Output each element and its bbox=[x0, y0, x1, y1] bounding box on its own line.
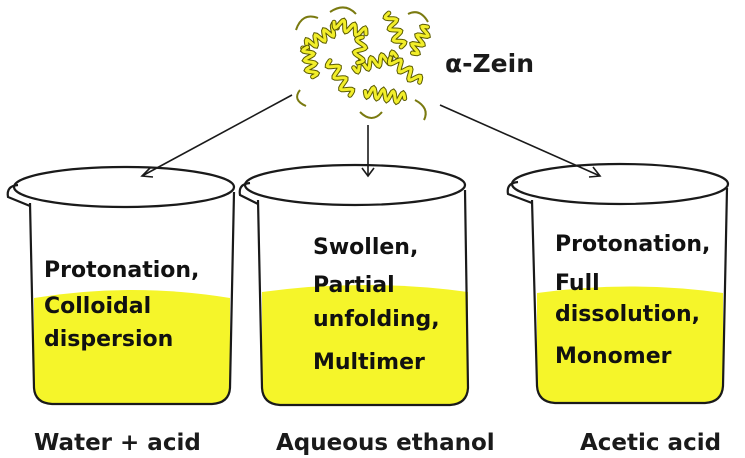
beaker-text-line: Monomer bbox=[555, 344, 672, 369]
helix bbox=[383, 11, 407, 49]
helix bbox=[352, 35, 368, 65]
beaker-text-line: Protonation, bbox=[555, 232, 710, 257]
beaker-spout bbox=[506, 180, 533, 205]
solvent-label: Acetic acid bbox=[580, 430, 721, 456]
beaker-rim bbox=[12, 165, 236, 209]
helix bbox=[301, 45, 319, 79]
beaker-body bbox=[530, 187, 729, 405]
beaker-liquid bbox=[537, 286, 723, 403]
beaker-text-line: Multimer bbox=[313, 350, 425, 375]
loop bbox=[414, 99, 427, 121]
arrow-to-ethanol bbox=[361, 125, 375, 178]
beaker-text-line: Protonation, bbox=[44, 258, 199, 283]
helix bbox=[325, 59, 355, 97]
beaker-body bbox=[28, 191, 236, 406]
beaker-rim bbox=[510, 162, 730, 206]
beaker-acetic-acid: Protonation, Full dissolution, Monomer A… bbox=[506, 162, 730, 456]
loop bbox=[359, 111, 383, 119]
beaker-rim bbox=[243, 163, 467, 207]
loop bbox=[329, 6, 357, 15]
beaker-text-line: dissolution, bbox=[555, 302, 700, 327]
loop bbox=[407, 11, 429, 23]
helix bbox=[363, 86, 407, 104]
beaker-text-line: Full bbox=[555, 271, 600, 296]
arrow-to-acetic bbox=[439, 104, 602, 178]
helix bbox=[410, 24, 430, 56]
beaker-text-line: Colloidal bbox=[44, 294, 151, 319]
protein-label: α-Zein bbox=[445, 49, 534, 78]
loop bbox=[296, 89, 307, 107]
solvent-label: Aqueous ethanol bbox=[276, 430, 495, 456]
arrow-to-water bbox=[140, 94, 293, 178]
beaker-aqueous-ethanol: Swollen, Partial unfolding, Multimer Aqu… bbox=[238, 163, 495, 456]
beaker-body bbox=[256, 189, 470, 407]
beaker-text-line: Swollen, bbox=[313, 235, 418, 260]
beaker-liquid bbox=[34, 290, 230, 404]
beaker-spout bbox=[238, 181, 259, 205]
helix bbox=[332, 18, 368, 38]
beaker-text-line: dispersion bbox=[44, 327, 173, 352]
helix bbox=[301, 23, 339, 53]
beaker-water-acid: Protonation, Colloidal dispersion Water … bbox=[6, 165, 236, 456]
beaker-text-line: unfolding, bbox=[313, 307, 440, 332]
beaker-liquid bbox=[262, 285, 468, 405]
beaker-spout bbox=[6, 183, 31, 208]
protein-ribbon-icon bbox=[295, 6, 431, 121]
beaker-text-line: Partial bbox=[313, 273, 395, 298]
solvent-label: Water + acid bbox=[34, 430, 201, 456]
loop bbox=[295, 15, 319, 31]
helix bbox=[387, 56, 423, 84]
